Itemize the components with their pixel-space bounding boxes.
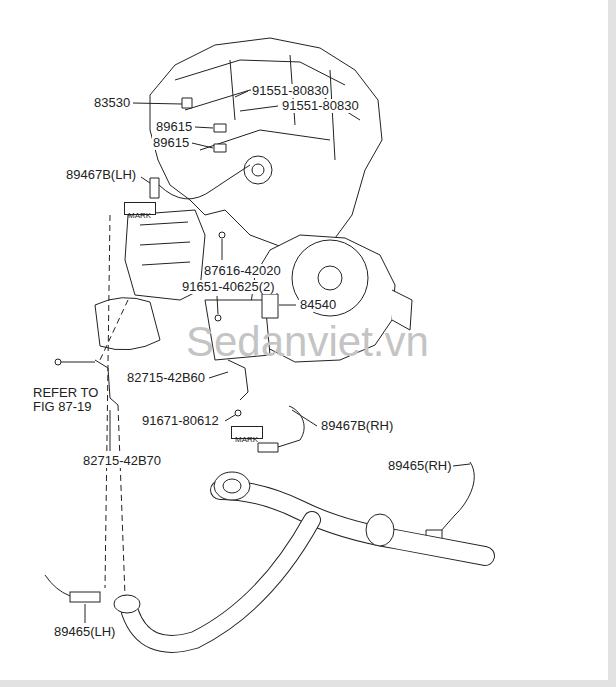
part-number: 89465(LH): [53, 625, 116, 639]
part-number: 87616-42020: [203, 264, 282, 278]
part-number: 89615: [152, 136, 190, 150]
mark-box: MARK: [124, 202, 156, 215]
part-number: 84540: [299, 298, 337, 312]
mark-box: MARK: [231, 426, 263, 439]
part-number: 82715-42B70: [82, 454, 162, 468]
part-number: 89467B(LH): [65, 168, 137, 182]
watermark: Sedanviet.vn: [185, 318, 430, 366]
mark-text: MARK: [128, 211, 151, 220]
part-number: 91551-80830: [251, 84, 330, 98]
part-number: 82715-42B60: [126, 371, 206, 385]
part-number: 91651-40625(2): [181, 280, 276, 294]
part-number: 91671-80612: [141, 414, 220, 428]
mark-text: MARK: [235, 435, 258, 444]
part-number: 89465(RH): [387, 459, 453, 473]
part-number: 91551-80830: [281, 99, 360, 113]
part-number: 83530: [93, 96, 131, 110]
part-number: 89467B(RH): [320, 419, 394, 433]
part-number: 89615: [155, 120, 193, 134]
reference-note: REFER TO FIG 87-19: [32, 386, 106, 414]
